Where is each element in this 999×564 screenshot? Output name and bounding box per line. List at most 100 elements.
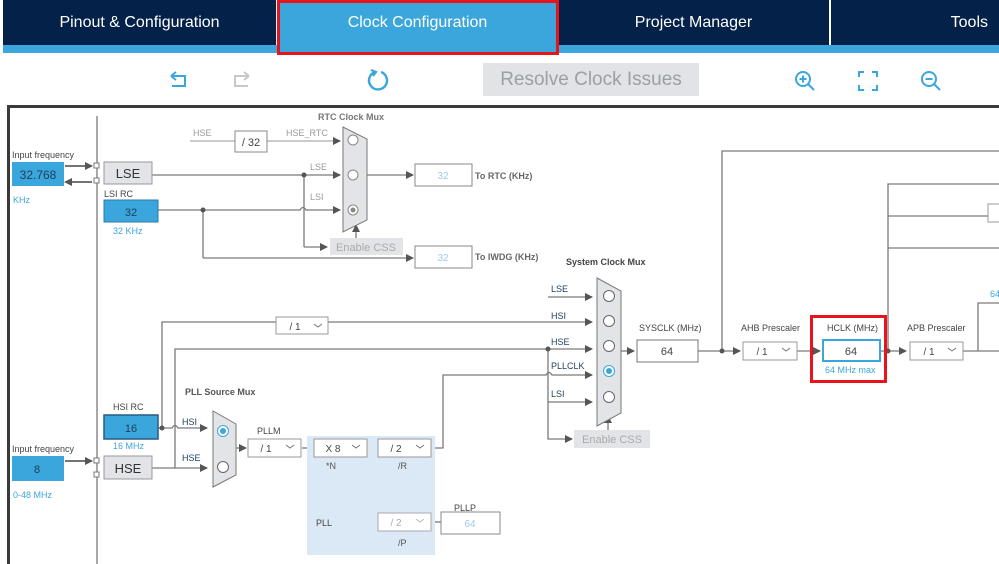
sys-mux-lsi-label: LSI <box>551 389 565 399</box>
tab-pinout-configuration[interactable]: Pinout & Configuration <box>3 0 276 45</box>
hse-rtc-divider <box>234 130 268 153</box>
sys-mux-pllclk-label: PLLCLK <box>551 361 585 371</box>
tab-project-manager[interactable]: Project Manager <box>558 0 829 45</box>
sys-mux-radio-lse[interactable] <box>603 290 615 302</box>
rtc-enable-css-label: Enable CSS <box>336 242 396 254</box>
lse-block-label: LSE <box>116 166 141 181</box>
pll-mux-hse-label: HSE <box>182 453 201 463</box>
to-rtc-value: 32 <box>437 171 449 182</box>
ahb-prescaler-select[interactable] <box>742 341 798 361</box>
to-iwdg-value: 32 <box>437 253 449 264</box>
pllp-label: /P <box>398 538 407 548</box>
tab-clock-configuration[interactable]: Clock Configuration <box>279 0 556 45</box>
sys-mux-radio-hsi[interactable] <box>603 315 615 327</box>
hclk-note: 64 MHz max <box>825 365 876 375</box>
to-iwdg-label: To IWDG (KHz) <box>475 252 538 262</box>
lse-input-label: Input frequency <box>12 150 75 160</box>
sysclk-field[interactable] <box>636 339 699 363</box>
redo-button[interactable] <box>228 68 254 92</box>
sysclk-value: 64 <box>661 346 673 358</box>
pll-mux-title: PLL Source Mux <box>185 387 255 397</box>
sys-mux-hsi-label: HSI <box>551 311 566 321</box>
hse-input-unit: 0-48 MHz <box>13 490 53 500</box>
sys-mux-radio-lsi[interactable] <box>603 391 615 403</box>
reset-button[interactable] <box>364 66 392 94</box>
system-mux-title: System Clock Mux <box>566 257 646 267</box>
pllr-value: / 2 <box>390 444 402 455</box>
zoom-in-icon <box>795 71 815 91</box>
clock-tree-diagram: Input frequency 32.768 KHz LSE LSI RC 32… <box>12 112 999 564</box>
hsi-label: HSI RC <box>113 402 144 412</box>
pllp-select[interactable] <box>377 512 432 532</box>
hse-rtc-source-label: HSE <box>193 128 212 138</box>
rtc-enable-css-button[interactable] <box>330 238 403 255</box>
chevron-down-icon <box>285 444 295 449</box>
lse-input-unit: KHz <box>13 195 31 205</box>
hse-input-field[interactable] <box>12 456 64 481</box>
resolve-clock-issues-button[interactable]: Resolve Clock Issues <box>483 63 699 96</box>
chevron-down-icon <box>415 518 425 523</box>
pllr-select[interactable] <box>377 438 432 458</box>
pllr-label: /R <box>398 461 408 471</box>
plln-value: X 8 <box>325 444 340 455</box>
to-rtc-label: To RTC (KHz) <box>475 171 532 181</box>
sys-enable-css-button[interactable] <box>574 430 650 448</box>
partial-output-field <box>987 203 999 223</box>
hsi-unit: 16 MHz <box>113 441 145 451</box>
pllp-out-field <box>440 511 501 535</box>
pll-mux-radio-hse[interactable] <box>217 461 229 473</box>
apb-output-partial-value: 64 <box>990 289 999 299</box>
fit-to-screen-button[interactable] <box>855 68 881 94</box>
sysclk-label: SYSCLK (MHz) <box>639 323 702 333</box>
sys-mux-lse-label: LSE <box>551 284 568 294</box>
apb-value: / 1 <box>923 347 935 358</box>
chevron-down-icon <box>313 323 323 328</box>
rtc-mux-radio-lse[interactable] <box>347 169 359 181</box>
tab-label: Tools <box>950 13 988 31</box>
ahb-label: AHB Prescaler <box>741 323 800 333</box>
hse-rtc-label: HSE_RTC <box>286 128 328 138</box>
hse-input-value: 8 <box>34 464 40 476</box>
hsi-block[interactable] <box>103 414 159 440</box>
hclk-value: 64 <box>845 346 857 358</box>
apb-prescaler-select[interactable] <box>909 341 964 361</box>
lsi-value: 32 <box>125 207 137 219</box>
zoom-in-button[interactable] <box>792 68 818 94</box>
lsi-block[interactable] <box>103 199 159 223</box>
tab-tools[interactable]: Tools <box>831 0 999 45</box>
resolve-label: Resolve Clock Issues <box>500 68 682 90</box>
sys-mux-hse-label: HSE <box>551 337 570 347</box>
plln-select[interactable] <box>313 438 368 458</box>
reset-icon <box>367 68 389 91</box>
lse-input-field[interactable] <box>12 162 64 186</box>
rtc-mux-lse-label: LSE <box>310 162 327 172</box>
pllm-select[interactable] <box>247 438 302 458</box>
ahb-value: / 1 <box>756 347 768 358</box>
sys-enable-css-label: Enable CSS <box>582 434 642 446</box>
rtc-mux-radio-hse-rtc[interactable] <box>347 134 359 146</box>
pllm-value: / 1 <box>260 444 272 455</box>
lse-input-value: 32.768 <box>20 168 57 182</box>
zoom-out-icon <box>921 71 941 91</box>
hclk-field[interactable] <box>822 339 881 362</box>
redo-icon <box>234 71 250 87</box>
rtc-mux-title: RTC Clock Mux <box>318 112 384 122</box>
lse-block[interactable] <box>103 161 153 185</box>
hse-block[interactable] <box>103 455 153 480</box>
undo-button[interactable] <box>166 68 192 92</box>
lsi-label: LSI RC <box>104 189 134 199</box>
clock-tree-canvas: Input frequency 32.768 KHz LSE LSI RC 32… <box>7 105 999 564</box>
zoom-out-button[interactable] <box>918 68 944 94</box>
tab-label: Pinout & Configuration <box>59 13 220 31</box>
hsi-divider-value: / 1 <box>289 322 301 333</box>
pll-source-mux <box>212 410 237 488</box>
fit-to-screen-icon <box>858 71 878 91</box>
to-rtc-field <box>414 163 473 187</box>
sys-mux-radio-hse[interactable] <box>603 340 615 352</box>
hse-rtc-divider-value: / 32 <box>242 137 260 149</box>
pllp-out-value: 64 <box>464 519 476 530</box>
undo-icon <box>170 71 186 87</box>
rtc-mux-lsi-label: LSI <box>310 192 324 202</box>
hsi-divider-select[interactable] <box>275 316 329 335</box>
pllm-label: PLLM <box>257 426 281 436</box>
